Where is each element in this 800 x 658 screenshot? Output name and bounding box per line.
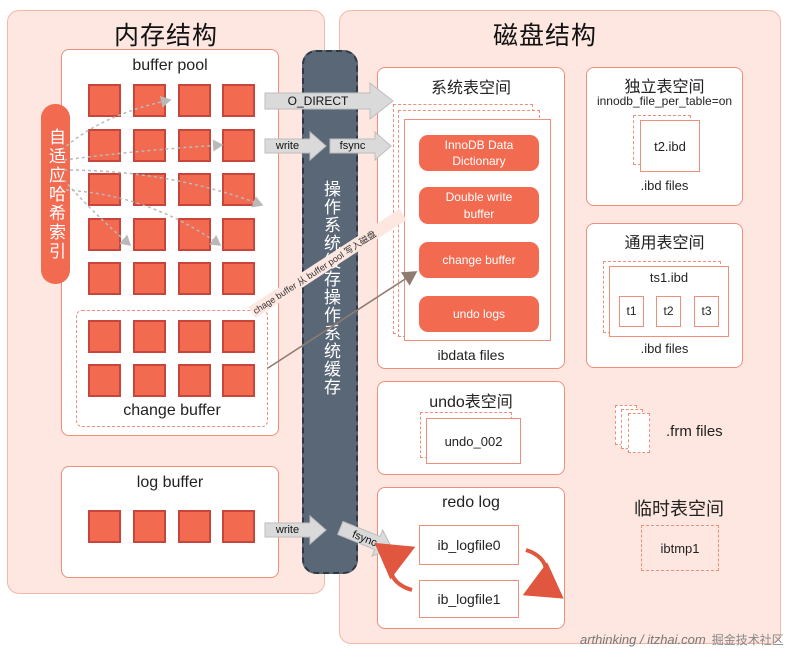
buffer-page	[178, 262, 211, 295]
buffer-page	[88, 173, 121, 206]
buffer-page	[88, 84, 121, 117]
buffer-pool-label: buffer pool	[132, 57, 208, 74]
hash-pointer-1	[61, 96, 172, 151]
double-write-buffer: Double write buffer	[419, 187, 539, 224]
buffer-page	[178, 364, 211, 397]
fsync-arrow-1	[329, 130, 392, 162]
os-cache-label: 操作系统缓存操作系统缓存	[321, 180, 340, 396]
ib-logfile0-label: ib_logfile0	[437, 537, 501, 553]
write-label-2: write	[275, 524, 300, 536]
t3-card	[694, 296, 719, 327]
buffer-page	[133, 173, 166, 206]
hash-pointer-2	[63, 139, 224, 161]
write-arrow-1	[264, 130, 327, 162]
buffer-page	[88, 262, 121, 295]
o-direct-label: O_DIRECT	[287, 94, 349, 108]
ts1-ibd-label: ts1.ibd	[649, 270, 689, 285]
write-label-1: write	[275, 140, 300, 152]
buffer-page	[222, 262, 255, 295]
t2-card	[656, 296, 681, 327]
buffer-page	[178, 320, 211, 353]
log-buffer-page	[222, 510, 255, 543]
general-tablespace-title: 通用表空间	[624, 235, 705, 252]
t1-label: t1	[626, 304, 637, 318]
redo-cycle-right	[522, 548, 564, 599]
ibdata-files-label: ibdata files	[437, 347, 505, 363]
t2-label: t2	[663, 304, 674, 318]
ibtmp1-card	[641, 525, 719, 571]
t3-label: t3	[701, 304, 712, 318]
buffer-page	[133, 262, 166, 295]
frm-files-label: .frm files	[666, 423, 723, 440]
buffer-page	[133, 320, 166, 353]
buffer-page	[178, 84, 211, 117]
hash-pointer-4	[63, 179, 132, 246]
buffer-page	[178, 173, 211, 206]
innodb-data-dictionary: InnoDB Data Dictionary	[419, 135, 539, 171]
buffer-page	[178, 218, 211, 251]
hash-pointer-3	[63, 169, 264, 208]
temp-tablespace-title: 临时表空间	[634, 499, 724, 519]
buffer-page	[222, 320, 255, 353]
buffer-page	[222, 84, 255, 117]
ibtmp1-label: ibtmp1	[660, 541, 700, 556]
ib-logfile0-card	[419, 525, 519, 565]
watermark-logo: 掘金技术社区	[711, 632, 784, 647]
undo-002-label: undo_002	[444, 434, 503, 449]
undo-tablespace-title: undo表空间	[429, 394, 513, 411]
o-direct-arrow	[264, 81, 394, 121]
buffer-page	[88, 320, 121, 353]
file-per-table-subtitle: innodb_file_per_table=on	[596, 94, 733, 108]
watermark: arthinking / itzhai.com 掘金技术社区	[580, 628, 790, 650]
ib-logfile1-card	[419, 580, 519, 618]
buffer-page	[133, 218, 166, 251]
undo-logs: undo logs	[419, 296, 539, 332]
disk-title: 磁盘结构	[492, 22, 597, 50]
buffer-page	[222, 129, 255, 162]
file-per-table-title: 独立表空间	[624, 79, 705, 96]
t1-card	[619, 296, 644, 327]
buffer-page	[88, 364, 121, 397]
redo-log-title: redo log	[442, 494, 500, 511]
watermark-author: arthinking / itzhai.com	[580, 631, 706, 647]
system-tablespace-title: 系统表空间	[430, 80, 511, 97]
frm-stack-front	[628, 413, 650, 453]
buffer-page	[222, 364, 255, 397]
buffer-page	[88, 218, 121, 251]
ib-logfile1-label: ib_logfile1	[437, 591, 501, 607]
log-buffer-page	[133, 510, 166, 543]
log-buffer-label: log buffer	[136, 474, 204, 491]
hash-pointer-5	[65, 189, 222, 246]
buffer-page	[222, 218, 255, 251]
buffer-page	[133, 364, 166, 397]
file-per-table-footer: .ibd files	[640, 178, 689, 193]
change-buffer-flush-line	[267, 271, 418, 369]
memory-title: 内存结构	[113, 22, 218, 50]
change-buffer-region	[76, 310, 268, 427]
general-tablespace-footer: .ibd files	[640, 341, 689, 356]
fsync-label-1: fsync	[339, 140, 366, 152]
buffer-page	[133, 129, 166, 162]
undo-002-card	[426, 418, 521, 464]
system-change-buffer: change buffer	[419, 242, 539, 278]
change-buffer-label: change buffer	[123, 402, 221, 419]
t2-ibd-label: t2.ibd	[654, 139, 686, 154]
redo-cycle-left	[374, 542, 416, 592]
log-buffer-page	[178, 510, 211, 543]
t2-ibd-card	[640, 120, 700, 172]
log-buffer-page	[88, 510, 121, 543]
adaptive-hash-index: 自适应哈希索引	[41, 104, 70, 284]
write-arrow-2	[264, 514, 327, 546]
